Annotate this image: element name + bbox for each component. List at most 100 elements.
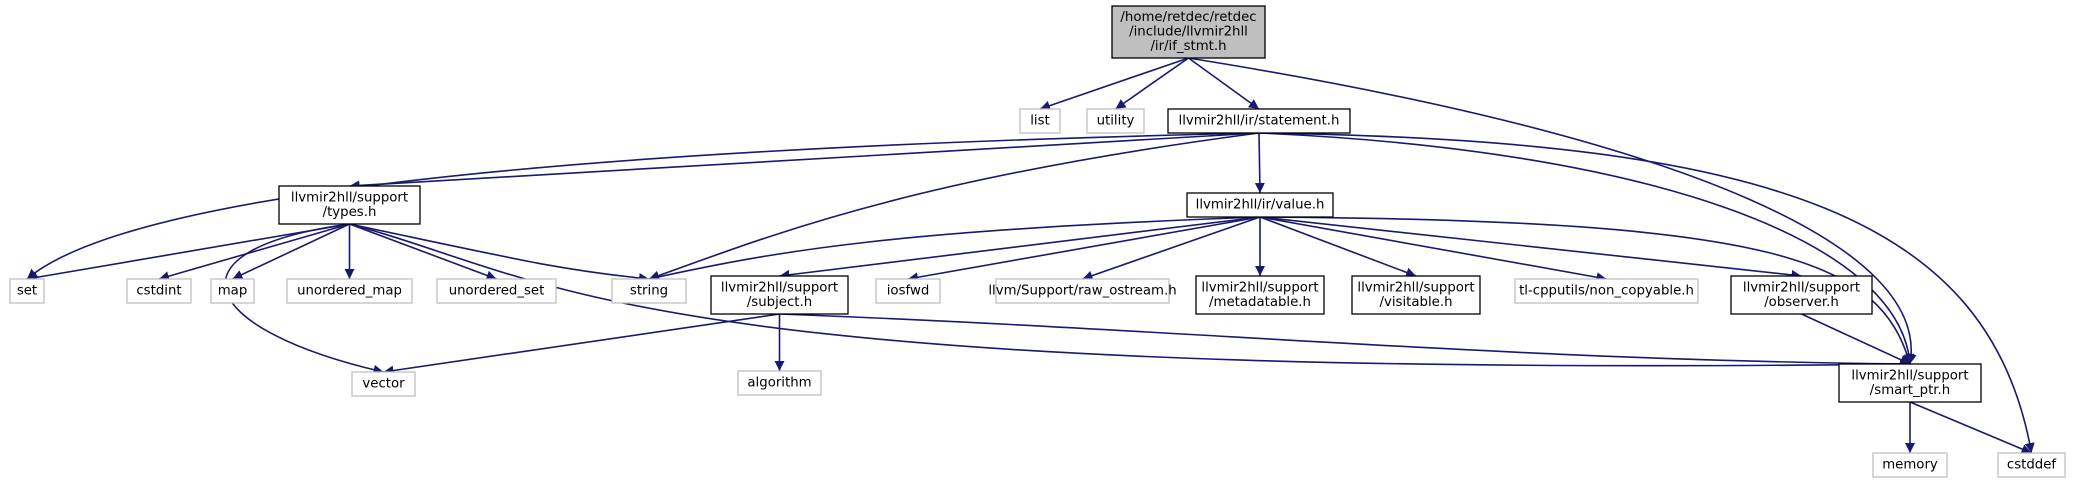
edge-root-to-utility xyxy=(1115,57,1189,110)
node-box-string xyxy=(611,278,687,304)
node-label-root-line-1: /home/retdec/retdec xyxy=(1120,10,1256,25)
node-label-root-line-2: /include/llvmir2hll xyxy=(1129,25,1248,40)
node-label-metadatable-line-1: llvmir2hll/support xyxy=(1201,280,1318,295)
edge-value-to-non_copyable xyxy=(1259,216,1607,283)
node-value[interactable]: llvmir2hll/ir/value.h xyxy=(1186,192,1334,218)
edge-root-to-list xyxy=(1039,57,1189,111)
node-box-metadatable xyxy=(1195,275,1325,315)
node-label-types-line-2: /types.h xyxy=(323,205,377,220)
node-cstddef: cstddef xyxy=(1997,452,2066,478)
edge-root-to-smart_ptr xyxy=(1188,57,1917,365)
node-label-cstddef: cstddef xyxy=(2007,458,2057,473)
node-types[interactable]: llvmir2hll/support/types.h xyxy=(278,185,421,225)
edge-value-to-visitable xyxy=(1259,216,1417,278)
node-utility: utility xyxy=(1086,108,1145,134)
edge-value-to-string xyxy=(648,216,1261,282)
node-memory: memory xyxy=(1872,452,1948,478)
edge-value-to-raw_ostream xyxy=(1082,216,1261,281)
node-label-types-line-1: llvmir2hll/support xyxy=(291,190,408,205)
edge-statement-to-smart_ptr xyxy=(1258,132,1915,365)
edge-statement-to-cstddef xyxy=(1258,132,2035,454)
node-box-raw_ostream xyxy=(995,278,1170,304)
edge-types-to-unordered_set xyxy=(349,223,497,281)
edges-layer xyxy=(26,57,2035,454)
node-label-unordered_set: unordered_set xyxy=(449,284,545,299)
edge-subject-to-vector xyxy=(383,313,780,376)
node-label-vector: vector xyxy=(362,377,405,392)
node-box-cstddef xyxy=(1997,452,2066,478)
node-box-vector xyxy=(351,371,416,397)
node-box-map xyxy=(210,278,255,304)
node-label-iosfwd: iosfwd xyxy=(887,284,930,299)
node-label-unordered_map: unordered_map xyxy=(297,284,402,299)
node-statement[interactable]: llvmir2hll/ir/statement.h xyxy=(1167,108,1351,134)
node-box-visitable xyxy=(1351,275,1481,315)
node-label-visitable-line-1: llvmir2hll/support xyxy=(1357,280,1474,295)
node-label-memory: memory xyxy=(1882,458,1938,473)
node-box-value xyxy=(1186,192,1334,218)
node-label-subject-line-1: llvmir2hll/support xyxy=(721,280,838,295)
nodes-layer: /home/retdec/retdec/include/llvmir2hll/i… xyxy=(9,5,2066,478)
node-box-root xyxy=(1111,5,1266,59)
node-box-cstdint xyxy=(126,278,192,304)
node-box-subject xyxy=(710,275,849,315)
node-label-utility: utility xyxy=(1097,114,1135,129)
node-label-value: llvmir2hll/ir/value.h xyxy=(1196,198,1325,213)
node-box-statement xyxy=(1167,108,1351,134)
node-map: map xyxy=(210,278,255,304)
node-cstdint: cstdint xyxy=(126,278,192,304)
node-box-set xyxy=(9,278,45,304)
node-box-unordered_set xyxy=(436,278,557,304)
edge-types-to-map xyxy=(232,223,350,280)
edge-statement-to-string xyxy=(648,132,1260,281)
edge-types-to-set xyxy=(26,223,350,283)
node-label-observer-line-1: llvmir2hll/support xyxy=(1743,280,1860,295)
edge-value-to-smart_ptr xyxy=(1259,216,1913,365)
edge-smart_ptr-to-cstddef xyxy=(1909,401,2032,454)
node-box-types xyxy=(278,185,421,225)
node-root[interactable]: /home/retdec/retdec/include/llvmir2hll/i… xyxy=(1111,5,1266,59)
edge-value-to-observer xyxy=(1259,216,1802,280)
edge-statement-to-set xyxy=(26,132,1260,280)
node-raw_ostream: llvm/Support/raw_ostream.h xyxy=(988,278,1177,304)
node-observer[interactable]: llvmir2hll/support/observer.h xyxy=(1730,275,1873,315)
node-label-list: list xyxy=(1030,114,1050,129)
node-set: set xyxy=(9,278,45,304)
node-non_copyable: tl-cpputils/non_copyable.h xyxy=(1514,278,1699,304)
node-metadatable[interactable]: llvmir2hll/support/metadatable.h xyxy=(1195,275,1325,315)
node-string: string xyxy=(611,278,687,304)
node-box-memory xyxy=(1872,452,1948,478)
node-box-unordered_map xyxy=(286,278,413,304)
node-label-subject-line-2: /subject.h xyxy=(747,295,812,310)
node-label-root-line-3: /ir/if_stmt.h xyxy=(1150,39,1226,54)
edge-value-to-iosfwd xyxy=(907,216,1261,283)
edge-types-to-smart_ptr xyxy=(349,223,1911,370)
node-box-smart_ptr xyxy=(1838,363,1982,403)
node-box-list xyxy=(1019,108,1061,134)
node-unordered_map: unordered_map xyxy=(286,278,413,304)
node-label-smart_ptr-line-1: llvmir2hll/support xyxy=(1851,368,1968,383)
node-box-algorithm xyxy=(737,370,822,396)
node-label-raw_ostream: llvm/Support/raw_ostream.h xyxy=(988,284,1176,299)
edge-statement-to-value xyxy=(1254,132,1265,194)
node-list: list xyxy=(1019,108,1061,134)
node-label-algorithm: algorithm xyxy=(747,376,811,391)
node-label-statement: llvmir2hll/ir/statement.h xyxy=(1179,114,1340,129)
node-label-map: map xyxy=(218,284,248,299)
node-label-metadatable-line-2: /metadatable.h xyxy=(1209,295,1311,310)
node-label-observer-line-2: /observer.h xyxy=(1764,295,1839,310)
node-smart_ptr[interactable]: llvmir2hll/support/smart_ptr.h xyxy=(1838,363,1982,403)
node-box-observer xyxy=(1730,275,1873,315)
node-visitable[interactable]: llvmir2hll/support/visitable.h xyxy=(1351,275,1481,315)
node-label-string: string xyxy=(630,284,668,299)
node-unordered_set: unordered_set xyxy=(436,278,557,304)
node-label-non_copyable: tl-cpputils/non_copyable.h xyxy=(1519,284,1694,299)
node-label-set: set xyxy=(17,284,37,299)
edge-subject-to-smart_ptr xyxy=(779,313,1911,369)
node-label-cstdint: cstdint xyxy=(136,284,181,299)
node-label-smart_ptr-line-2: /smart_ptr.h xyxy=(1870,383,1950,398)
node-subject[interactable]: llvmir2hll/support/subject.h xyxy=(710,275,849,315)
edge-types-to-string xyxy=(349,223,650,283)
node-label-visitable-line-2: /visitable.h xyxy=(1380,295,1453,310)
